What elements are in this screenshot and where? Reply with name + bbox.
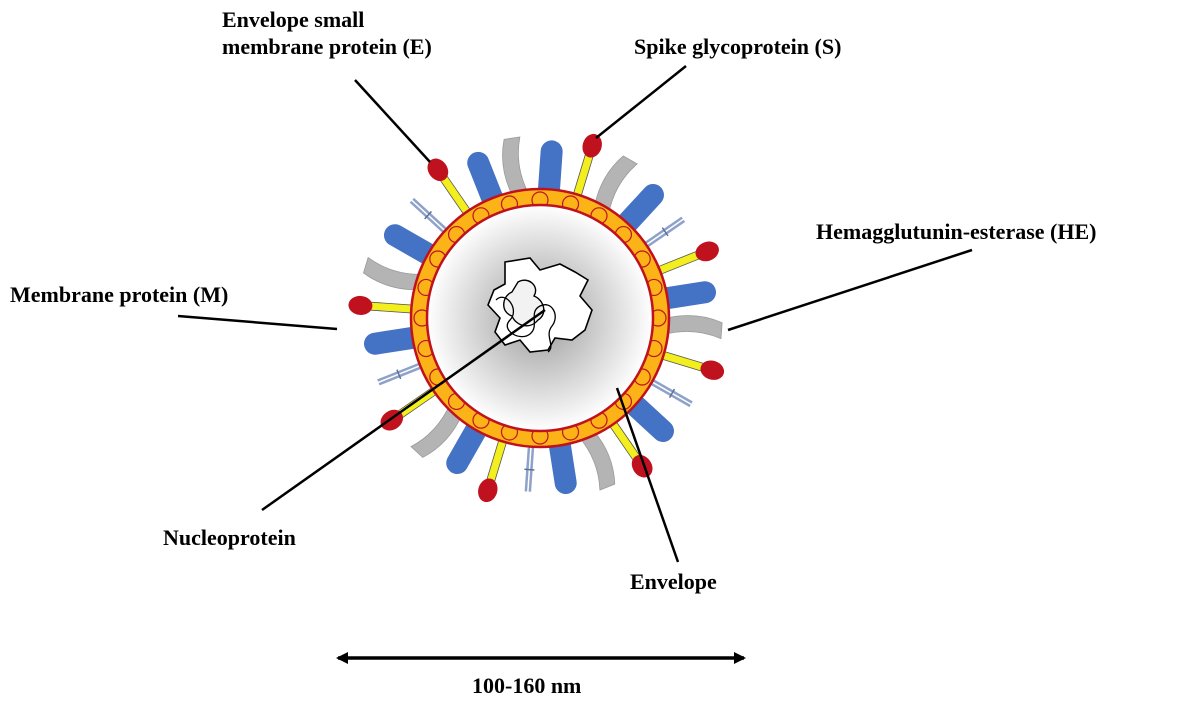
spike-stem	[658, 350, 705, 372]
hemagglutinin-esterase	[524, 445, 535, 492]
leader-line-m	[177, 314, 338, 331]
rna-strand	[495, 296, 556, 353]
membrane-protein	[577, 429, 616, 491]
he-stem-2	[377, 362, 421, 382]
hemagglutinin-esterase	[649, 378, 693, 408]
he-stem-2	[412, 197, 448, 231]
spike-head	[348, 295, 373, 315]
label-nucleoprotein: Nucleoprotein	[163, 525, 296, 550]
membrane-protein-shape	[410, 403, 463, 458]
envelope-protein-shape	[616, 184, 664, 234]
he-stem-1	[651, 378, 693, 404]
he-stem-2	[524, 445, 531, 492]
membrane-protein-shape	[577, 429, 616, 491]
he-stem-1	[643, 216, 683, 245]
spike-glycoprotein	[478, 436, 508, 503]
spike-head	[582, 133, 602, 158]
envelope-protein-rod	[548, 434, 577, 495]
leader-line-nucleo	[261, 308, 546, 512]
membrane-protein	[662, 315, 723, 340]
membrane-protein-shape	[502, 136, 530, 198]
envelope-protein-shape	[537, 140, 563, 201]
hemagglutinin-esterase	[643, 216, 686, 249]
he-stem-1	[409, 200, 446, 234]
nucleoprotein-rna	[487, 257, 593, 353]
envelope-protein-shape	[548, 434, 577, 495]
spike-head	[427, 158, 449, 182]
spike-head	[695, 241, 719, 262]
spike-stem	[369, 301, 416, 314]
spike-glycoprotein	[348, 295, 416, 315]
envelope-protein-shape	[656, 281, 717, 310]
envelope-protein-rod	[537, 140, 563, 201]
spike-glycoprotein	[655, 241, 719, 276]
spike-stem	[655, 250, 700, 276]
he-stem-2	[645, 219, 686, 249]
envelope-protein-shape	[363, 326, 424, 355]
envelope-protein-rod	[624, 394, 674, 442]
spike-head	[478, 478, 498, 503]
he-tick	[524, 468, 535, 471]
leader-lines	[177, 65, 973, 563]
envelope-outline	[409, 187, 671, 449]
envelope-protein-rod	[616, 184, 664, 234]
envelope-protein-rod	[383, 224, 439, 266]
envelope-protein-shape	[383, 224, 439, 266]
label-spike-glycoprotein: Spike glycoprotein (S)	[634, 34, 842, 59]
leader-line-e	[354, 79, 431, 163]
membrane-protein	[594, 155, 638, 215]
label-envelope-small-membrane-protein: Envelope small membrane protein (E)	[222, 6, 432, 60]
membrane-protein	[363, 256, 425, 291]
envelope-protein-shape	[624, 394, 674, 442]
membrane-protein-shape	[662, 315, 723, 340]
spike-stem	[486, 436, 508, 483]
label-scale: 100-160 nm	[472, 673, 582, 698]
envelope-protein-rod	[656, 281, 717, 310]
he-stem-2	[649, 382, 691, 408]
envelope-protein-shape	[467, 151, 504, 210]
he-stem-1	[378, 366, 423, 386]
label-membrane-protein: Membrane protein (M)	[10, 282, 229, 307]
hemagglutinin-esterase	[377, 362, 423, 386]
spike-glycoprotein	[658, 350, 725, 380]
envelope-protein-rod	[467, 151, 504, 210]
he-tick	[668, 388, 676, 399]
membrane-protein	[502, 136, 530, 198]
leader-line-he	[727, 248, 973, 332]
spike-glycoprotein	[572, 133, 602, 200]
leader-line-s	[595, 65, 687, 139]
label-hemagglutinin-esterase: Hemagglutunin-esterase (HE)	[816, 219, 1097, 244]
spike-stem	[572, 153, 594, 200]
he-tick	[661, 227, 669, 237]
membrane-protein-shape	[363, 256, 425, 291]
envelope-protein-shape	[446, 419, 488, 475]
label-envelope-small-line2: membrane protein (E)	[222, 34, 432, 59]
he-tick	[424, 210, 432, 220]
envelope-protein-rod	[363, 326, 424, 355]
he-tick	[396, 369, 402, 380]
he-stem-1	[528, 445, 535, 492]
label-envelope-small-line1: Envelope small	[222, 7, 365, 32]
membrane-protein	[410, 403, 463, 458]
hemagglutinin-esterase	[409, 197, 448, 234]
envelope-protein-rod	[446, 419, 488, 475]
leader-line-envelope	[615, 387, 680, 563]
membrane-protein-shape	[594, 155, 638, 215]
label-envelope: Envelope	[630, 569, 717, 594]
surface-proteins	[348, 133, 725, 503]
spike-head	[700, 360, 725, 380]
